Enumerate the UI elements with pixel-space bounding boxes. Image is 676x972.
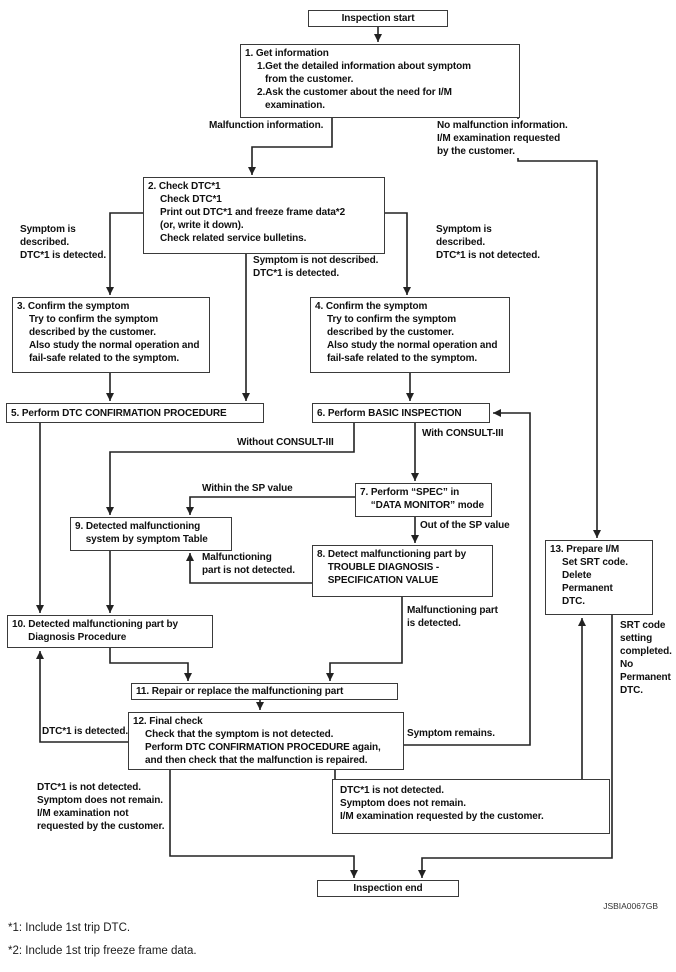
label-malfunction-information: Malfunction information. xyxy=(209,119,324,132)
flow-box-1-get-information: 1. Get information 1.Get the detailed in… xyxy=(240,44,520,118)
label-no-malfunction-information: No malfunction information. I/M examinat… xyxy=(437,119,568,158)
footnote-1: *1: Include 1st trip DTC. xyxy=(8,922,131,934)
label-malfunctioning-part-not-detected: Malfunctioning part is not detected. xyxy=(202,551,295,577)
flow-box-13-prepare-im: 13. Prepare I/M Set SRT code. Delete Per… xyxy=(545,540,653,615)
flow-box-6-basic-inspection: 6. Perform BASIC INSPECTION xyxy=(312,403,490,423)
flow-box-8-specification-value: 8. Detect malfunctioning part by TROUBLE… xyxy=(312,545,493,597)
box-title: 13. Prepare I/M xyxy=(550,544,620,555)
end-mid-label-box: DTC*1 is not detected. Symptom does not … xyxy=(332,779,610,834)
box-title: 4. Confirm the symptom xyxy=(315,301,428,312)
flow-box-12-final-check: 12. Final check Check that the symptom i… xyxy=(128,712,404,770)
terminal-label: Inspection end xyxy=(353,883,423,894)
box-body: Try to confirm the symptom described by … xyxy=(327,314,498,364)
label-out-of-sp-value: Out of the SP value xyxy=(420,519,510,532)
label-end-left: DTC*1 is not detected. Symptom does not … xyxy=(37,781,165,833)
label-dtc-detected: DTC*1 is detected. xyxy=(42,725,129,738)
box-title: 1. Get information xyxy=(245,48,329,59)
flow-box-11-repair-replace: 11. Repair or replace the malfunctioning… xyxy=(131,683,398,700)
flow-box-7-spec-data-monitor: 7. Perform “SPEC” in “DATA MONITOR” mode xyxy=(355,483,492,517)
box-title: 10. Detected malfunctioning part by Diag… xyxy=(12,619,178,643)
label-symptom-described-dtc-not-detected: Symptom is described. DTC*1 is not detec… xyxy=(436,223,540,262)
box-body: Try to confirm the symptom described by … xyxy=(29,314,200,364)
box-title: 8. Detect malfunctioning part by TROUBLE… xyxy=(317,549,467,586)
footnote-2: *2: Include 1st trip freeze frame data. xyxy=(8,945,197,957)
box-body: 1.Get the detailed information about sym… xyxy=(257,61,471,111)
flow-box-4-confirm-symptom: 4. Confirm the symptom Try to confirm th… xyxy=(310,297,510,373)
terminal-inspection-start: Inspection start xyxy=(308,10,448,27)
label-with-consult-iii: With CONSULT-III xyxy=(422,427,504,440)
label-within-sp-value: Within the SP value xyxy=(202,482,293,495)
flow-box-9-symptom-table: 9. Detected malfunctioning system by sym… xyxy=(70,517,232,551)
box-title: 12. Final check xyxy=(133,716,203,727)
terminal-inspection-end: Inspection end xyxy=(317,880,459,897)
box-title: 2. Check DTC*1 xyxy=(148,181,221,192)
label-symptom-remains: Symptom remains. xyxy=(407,727,495,740)
flow-box-5-dtc-confirmation: 5. Perform DTC CONFIRMATION PROCEDURE xyxy=(6,403,264,423)
box-title: 7. Perform “SPEC” in “DATA MONITOR” mode xyxy=(360,487,484,511)
box-title: 9. Detected malfunctioning system by sym… xyxy=(75,521,208,545)
figure-code: JSBIA0067GB xyxy=(603,901,658,911)
flow-box-3-confirm-symptom: 3. Confirm the symptom Try to confirm th… xyxy=(12,297,210,373)
flow-box-2-check-dtc: 2. Check DTC*1 Check DTC*1 Print out DTC… xyxy=(143,177,385,254)
flow-box-10-diagnosis-procedure: 10. Detected malfunctioning part by Diag… xyxy=(7,615,213,648)
box-body: Check that the symptom is not detected. … xyxy=(145,729,381,766)
label-symptom-not-described: Symptom is not described. DTC*1 is detec… xyxy=(253,254,379,280)
box-body: Check DTC*1 Print out DTC*1 and freeze f… xyxy=(160,194,346,244)
box-title: 6. Perform BASIC INSPECTION xyxy=(317,407,462,419)
label-without-consult-iii: Without CONSULT-III xyxy=(237,436,334,449)
box-title: 3. Confirm the symptom xyxy=(17,301,130,312)
end-mid-label: DTC*1 is not detected. Symptom does not … xyxy=(340,785,544,822)
label-srt-code-setting: SRT code setting completed. No Permanent… xyxy=(620,619,672,697)
box-title: 11. Repair or replace the malfunctioning… xyxy=(136,686,344,697)
box-title: 5. Perform DTC CONFIRMATION PROCEDURE xyxy=(11,407,227,419)
terminal-label: Inspection start xyxy=(341,13,415,24)
box-body: Set SRT code. Delete Permanent DTC. xyxy=(562,557,628,607)
label-symptom-described-dtc-detected: Symptom is described. DTC*1 is detected. xyxy=(20,223,107,262)
label-malfunctioning-part-detected: Malfunctioning part is detected. xyxy=(407,604,498,630)
